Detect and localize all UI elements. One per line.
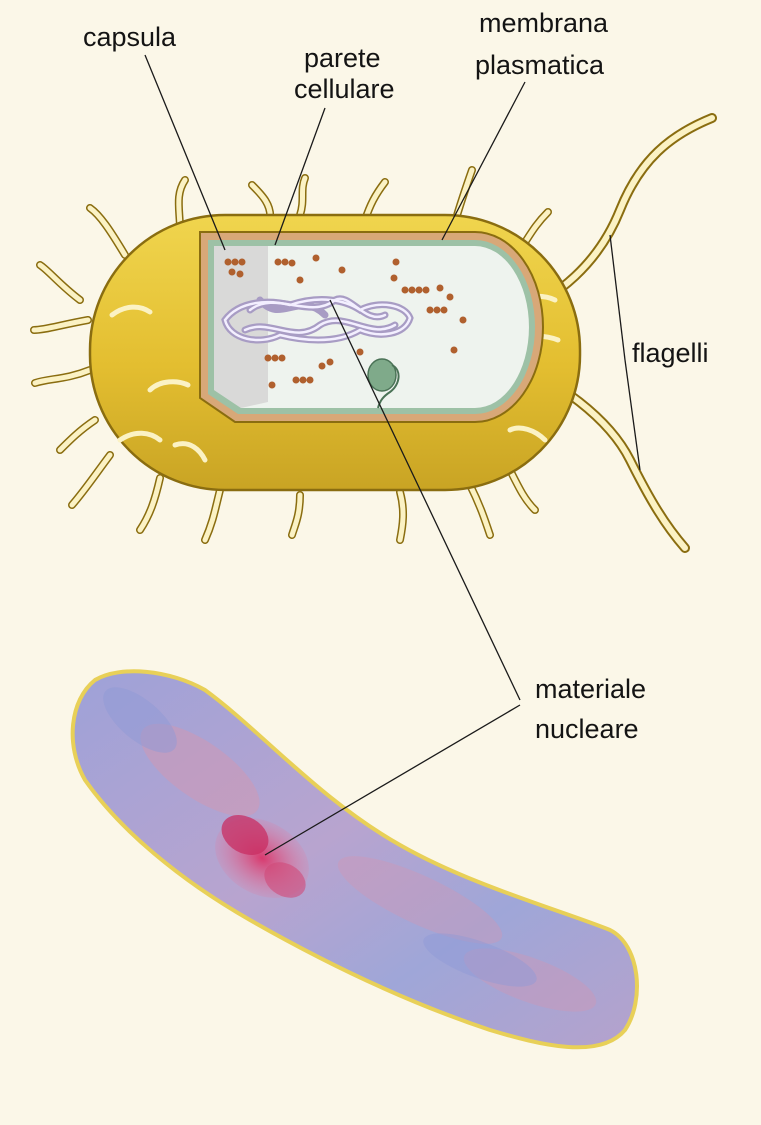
leader-membrana xyxy=(442,82,525,240)
label-nucleare: nucleare xyxy=(535,714,639,744)
label-plasmatica: plasmatica xyxy=(475,50,605,80)
label-capsula: capsula xyxy=(83,22,177,52)
label-materiale: materiale xyxy=(535,674,646,704)
label-flagelli: flagelli xyxy=(632,338,709,368)
label-cellulare: cellulare xyxy=(294,74,395,104)
leader-flagelli-top xyxy=(610,235,625,360)
label-parete: parete xyxy=(304,43,381,73)
label-membrana: membrana xyxy=(479,8,609,38)
